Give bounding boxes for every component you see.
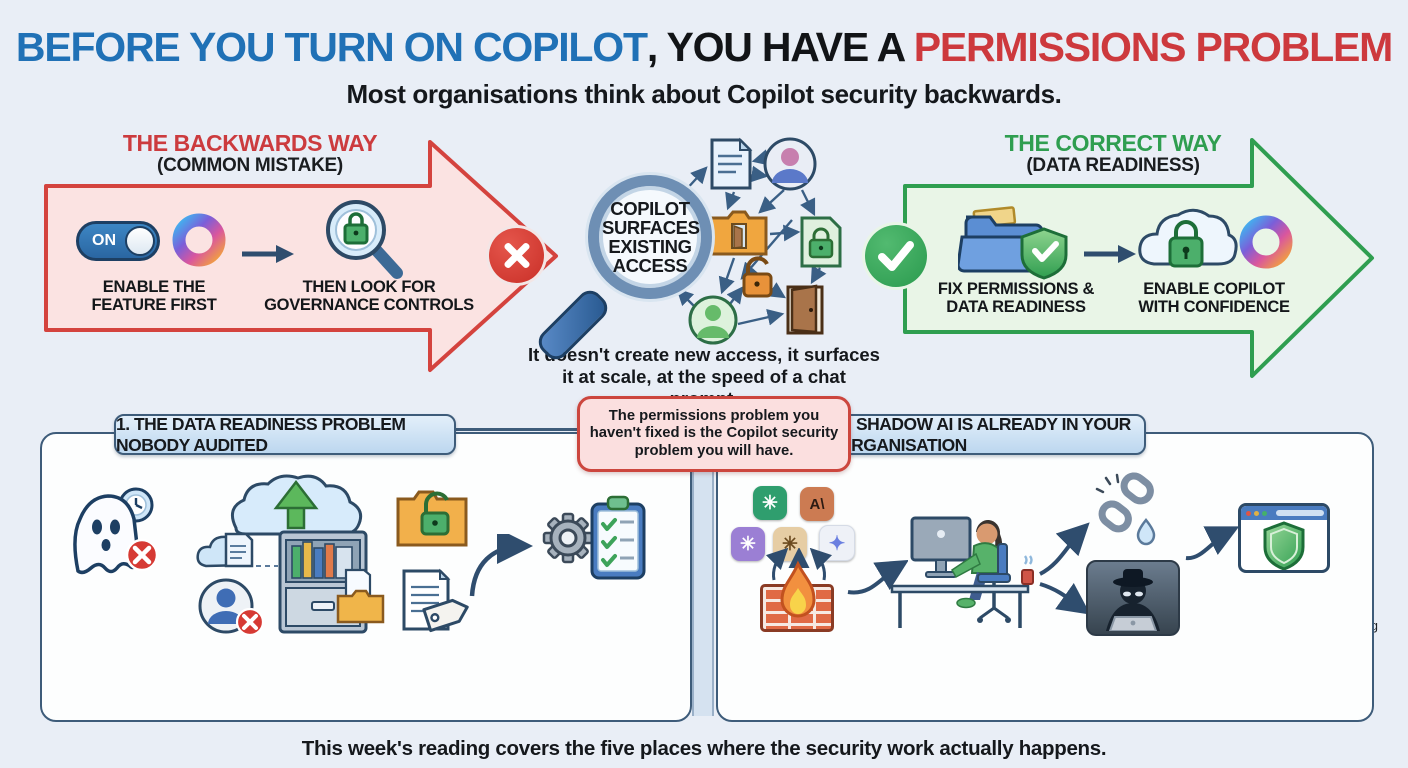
title-part-red: PERMISSIONS PROBLEM: [913, 24, 1394, 70]
connector-line-left: [440, 428, 580, 431]
title-part-black: , YOU HAVE A: [646, 24, 914, 70]
toggle-on-label: ON: [92, 232, 116, 249]
toggle-on-icon: ON: [76, 221, 160, 261]
correct-step2-label: ENABLE COPILOT WITH CONFIDENCE: [1138, 280, 1290, 316]
secure-cloud-icon: [1138, 208, 1238, 268]
open-padlock-icon: [742, 256, 773, 298]
browser-shield-icon: [1238, 503, 1330, 573]
toggle-knob: [125, 226, 155, 256]
panel2-title-pill: 2. SHADOW AI IS ALREADY IN YOUR ORGANISA…: [836, 414, 1146, 455]
ghost-account-icon: [73, 487, 159, 575]
arrow-right-icon: [242, 245, 294, 263]
shadow-hacker-icon: [1086, 560, 1180, 636]
lens-text: COPILOT SURFACES EXISTING ACCESS: [602, 197, 700, 277]
panel1-title: 1. THE DATA READINESS PROBLEM NOBODY AUD…: [116, 413, 406, 455]
worker-at-desk-illustration: [890, 516, 1034, 628]
unlabeled-folder-icon: [396, 490, 468, 547]
broken-chain-icon: [1095, 472, 1156, 546]
page-title: BEFORE YOU TURN ON COPILOT, YOU HAVE A P…: [0, 24, 1408, 71]
claude-icon: A\: [800, 487, 834, 521]
locked-file-icon: [800, 216, 842, 268]
arrow-right-icon: [1084, 245, 1136, 263]
backwards-way-subheading: (COMMON MISTAKE): [157, 155, 343, 176]
check-mark-icon: [865, 225, 927, 287]
backwards-way-heading: THE BACKWARDS WAY: [122, 130, 378, 156]
folder-icon: [708, 210, 768, 256]
audit-checklist-icon: [542, 495, 646, 580]
oversharing-illustration: [196, 474, 385, 637]
flame-icon: [780, 560, 816, 618]
backwards-arrow-shape: [44, 140, 558, 372]
x-mark-icon: [489, 228, 544, 283]
flow-arrow: [469, 534, 533, 597]
access-network-diagram: [676, 137, 842, 345]
folder-shield-icon: [958, 206, 1068, 280]
browser-toolbar: [1241, 506, 1327, 520]
callout-box: The permissions problem you haven't fixe…: [577, 396, 851, 472]
missing-label-doc-icon: [402, 568, 469, 633]
correct-way-subheading: (DATA READINESS): [1026, 155, 1200, 176]
flow-arrow: [1185, 526, 1238, 561]
backwards-step1-label: ENABLE THE FEATURE FIRST: [91, 278, 217, 314]
panel2-title: 2. SHADOW AI IS ALREADY IN YOUR ORGANISA…: [838, 413, 1131, 455]
title-part-blue: BEFORE YOU TURN ON COPILOT: [15, 24, 648, 70]
correct-arrow-shape: [903, 138, 1374, 378]
ai-swirl-icon: ✳: [731, 527, 765, 561]
correct-way-heading: THE CORRECT WAY: [1004, 130, 1222, 156]
document-icon: [710, 137, 753, 190]
backwards-step2-label: THEN LOOK FOR GOVERNANCE CONTROLS: [264, 278, 474, 314]
callout-text: The permissions problem you haven't fixe…: [589, 407, 839, 459]
flow-arrows: [1039, 522, 1091, 615]
panel-divider: [692, 458, 714, 716]
correct-step1-label: FIX PERMISSIONS & DATA READINESS: [937, 280, 1095, 316]
flow-arrow: [847, 559, 908, 595]
footer-text: This week's reading covers the five plac…: [301, 737, 1107, 760]
search-governance-icon: [326, 200, 403, 279]
copilot-logo-icon: [172, 213, 226, 267]
panel1-title-pill: 1. THE DATA READINESS PROBLEM NOBODY AUD…: [114, 414, 456, 455]
door-icon: [786, 284, 824, 335]
copilot-lens-icon: COPILOT SURFACES EXISTING ACCESS: [588, 175, 712, 299]
copilot-logo-icon: [1239, 215, 1293, 269]
chatgpt-icon: ✳: [753, 486, 787, 520]
person-icon: [688, 295, 738, 345]
user-avatar-icon: [763, 137, 817, 191]
page-subtitle: Most organisations think about Copilot s…: [346, 79, 1062, 109]
